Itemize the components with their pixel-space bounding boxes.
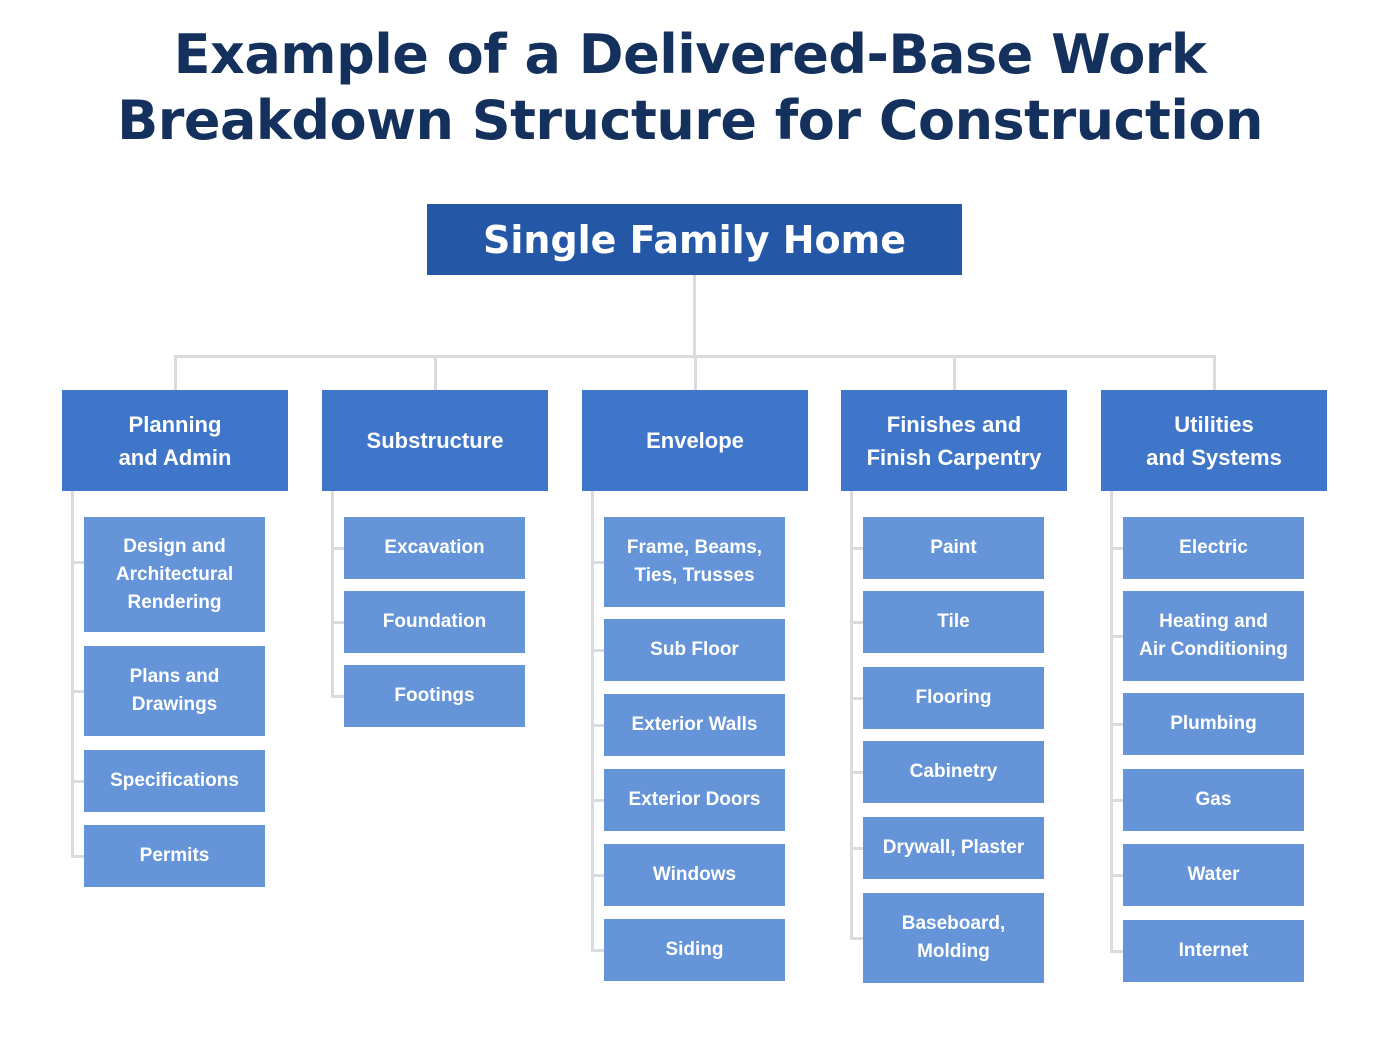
title-line-2: Breakdown Structure for Construction [117, 89, 1263, 152]
item-design-and-architectural-rendering: Design and Architectural Rendering [84, 517, 265, 632]
item-electric: Electric [1123, 517, 1304, 579]
connector-item-branch [591, 874, 604, 877]
item-siding: Siding [604, 919, 785, 981]
category-envelope: Envelope [582, 390, 808, 491]
item-excavation: Excavation [344, 517, 525, 579]
connector-item-branch [591, 799, 604, 802]
category-finishes-and-finish-carpentry: Finishes and Finish Carpentry [841, 390, 1067, 491]
connector-item-branch [591, 724, 604, 727]
connector-item-spine [1110, 491, 1113, 953]
connector-item-spine [850, 491, 853, 940]
item-plans-and-drawings: Plans and Drawings [84, 646, 265, 736]
item-cabinetry: Cabinetry [863, 741, 1044, 803]
connector-item-branch [1110, 950, 1123, 953]
connector-item-branch [1110, 799, 1123, 802]
connector-category-drop [173, 355, 177, 390]
category-substructure: Substructure [322, 390, 548, 491]
connector-item-branch [331, 621, 344, 624]
connector-category-drop [433, 355, 437, 390]
item-windows: Windows [604, 844, 785, 906]
connector-item-branch [71, 690, 84, 693]
connector-item-branch [591, 561, 604, 564]
connector-item-spine [71, 491, 74, 858]
connector-item-branch [1110, 874, 1123, 877]
item-specifications: Specifications [84, 750, 265, 812]
item-footings: Footings [344, 665, 525, 727]
page-title: Example of a Delivered-Base Work Breakdo… [0, 22, 1380, 154]
connector-item-spine [331, 491, 334, 698]
item-internet: Internet [1123, 920, 1304, 982]
connector-item-branch [850, 621, 863, 624]
connector-item-branch [850, 697, 863, 700]
category-utilities-and-systems: Utilities and Systems [1101, 390, 1327, 491]
connector-item-branch [1110, 723, 1123, 726]
item-baseboard-molding: Baseboard, Molding [863, 893, 1044, 983]
connector-item-branch [1110, 547, 1123, 550]
category-planning-and-admin: Planning and Admin [62, 390, 288, 491]
connector-root-trunk [692, 275, 696, 357]
item-paint: Paint [863, 517, 1044, 579]
connector-item-branch [1110, 635, 1123, 638]
item-heating-and-air-conditioning: Heating and Air Conditioning [1123, 591, 1304, 681]
item-flooring: Flooring [863, 667, 1044, 729]
item-foundation: Foundation [344, 591, 525, 653]
connector-item-branch [850, 937, 863, 940]
item-plumbing: Plumbing [1123, 693, 1304, 755]
connector-item-branch [71, 780, 84, 783]
connector-item-spine [591, 491, 594, 952]
item-exterior-doors: Exterior Doors [604, 769, 785, 831]
item-tile: Tile [863, 591, 1044, 653]
connector-item-branch [71, 561, 84, 564]
root-node: Single Family Home [427, 204, 962, 275]
connector-item-branch [850, 547, 863, 550]
connector-item-branch [331, 695, 344, 698]
connector-item-branch [850, 771, 863, 774]
connector-item-branch [591, 949, 604, 952]
connector-item-branch [331, 547, 344, 550]
connector-category-drop [952, 355, 956, 390]
item-exterior-walls: Exterior Walls [604, 694, 785, 756]
item-permits: Permits [84, 825, 265, 887]
item-sub-floor: Sub Floor [604, 619, 785, 681]
item-frame-beams-ties-trusses: Frame, Beams, Ties, Trusses [604, 517, 785, 607]
item-water: Water [1123, 844, 1304, 906]
title-line-1: Example of a Delivered-Base Work [173, 23, 1207, 86]
item-gas: Gas [1123, 769, 1304, 831]
connector-category-drop [693, 355, 697, 390]
connector-category-drop [1212, 355, 1216, 390]
item-drywall-plaster: Drywall, Plaster [863, 817, 1044, 879]
connector-item-branch [850, 847, 863, 850]
connector-item-branch [591, 649, 604, 652]
connector-item-branch [71, 855, 84, 858]
